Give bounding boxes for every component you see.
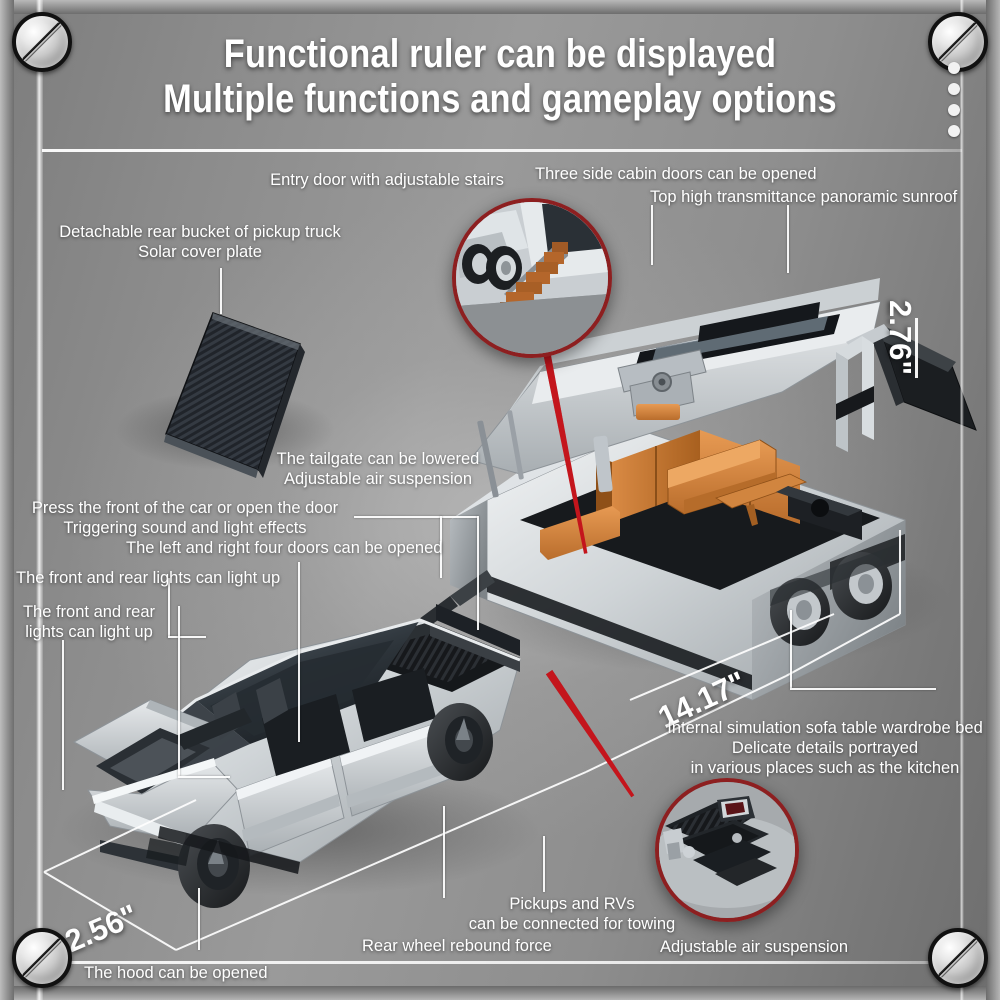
- label-internal-simulation: Internal simulation sofa table wardrobe …: [667, 719, 983, 777]
- leader-towing: [543, 836, 545, 892]
- plate-edge-right: [986, 0, 1000, 1000]
- inset-pointer-hitch: [546, 670, 637, 799]
- label-panoramic-sunroof: Top high transmittance panoramic sunroof: [650, 188, 958, 206]
- dimension-height-label: 2.76": [883, 300, 918, 376]
- label-hood-opened: The hood can be opened: [84, 964, 268, 982]
- leader-lights-2a: [62, 640, 64, 790]
- cybertruck-art: [72, 604, 521, 908]
- label-tailgate-lowered: The tailgate can be lowered Adjustable a…: [276, 450, 480, 488]
- label-four-doors-opened: The left and right four doors can be ope…: [126, 539, 443, 557]
- dot-indicator-group: [948, 62, 960, 137]
- leader-press-front: [440, 516, 442, 578]
- leader-internal-sim: [790, 610, 792, 688]
- dot-indicator-3: [948, 104, 960, 116]
- frame-rule-bottom: [30, 961, 960, 964]
- label-detachable-rear-bucket: Detachable rear bucket of pickup truck S…: [59, 223, 341, 261]
- leader-hood-h: [178, 776, 230, 778]
- leader-tailgate-v: [477, 516, 479, 630]
- inset-stairs-detail[interactable]: [452, 198, 612, 358]
- frame-rule-right: [960, 0, 964, 1000]
- title-block: Functional ruler can be displayed Multip…: [0, 32, 1000, 122]
- title-line-2: Multiple functions and gameplay options: [163, 77, 837, 121]
- label-entry-door-stairs: Entry door with adjustable stairs: [270, 171, 504, 189]
- dimension-line-height: [915, 318, 918, 378]
- leader-cabin-doors: [787, 205, 789, 273]
- label-front-rear-lights-2: The front and rear lights can light up: [22, 603, 156, 641]
- roof-lift-mechanism: [593, 349, 707, 493]
- plate-edge-top: [0, 0, 1000, 14]
- plate-edge-left: [0, 0, 14, 1000]
- leader-sunroof: [651, 205, 653, 265]
- cybertruck-wheels: [146, 703, 493, 908]
- leader-four-doors: [298, 562, 300, 742]
- label-three-side-cabin-doors: Three side cabin doors can be opened: [535, 165, 817, 183]
- frame-rule-top: [42, 149, 962, 152]
- dot-indicator-4: [948, 125, 960, 137]
- label-pickups-rvs-towing: Pickups and RVs can be connected for tow…: [468, 895, 676, 933]
- label-front-rear-lights-1: The front and rear lights can light up: [16, 569, 281, 587]
- plate-edge-bottom: [0, 986, 1000, 1000]
- dimension-width-label: 2.56": [59, 897, 143, 960]
- dot-indicator-2: [948, 83, 960, 95]
- leader-rear-wheel: [443, 806, 445, 898]
- screw-head-icon-bottom-right: [928, 928, 988, 988]
- label-press-front-sound: Press the front of the car or open the d…: [31, 499, 339, 537]
- leader-internal-h: [790, 688, 936, 690]
- title-line-1: Functional ruler can be displayed: [223, 32, 777, 76]
- dot-indicator-1: [948, 62, 960, 74]
- leader-hood-bottom: [198, 888, 200, 950]
- cybertruck-front-door-open: [235, 755, 345, 857]
- frame-rule-left: [36, 0, 43, 1000]
- cybertruck-rear-door-open: [339, 721, 453, 817]
- inset-hitch-detail[interactable]: [655, 778, 799, 922]
- leader-hood-v: [178, 606, 180, 776]
- label-adjustable-air-suspension: Adjustable air suspension: [660, 938, 849, 956]
- leader-tailgate-h: [354, 516, 478, 518]
- leader-solar-plate: [220, 268, 222, 314]
- leader-lights-1b: [168, 636, 206, 638]
- screw-head-icon-top-left: [12, 12, 72, 72]
- label-rear-wheel-rebound: Rear wheel rebound force: [362, 937, 552, 955]
- leader-lights-1a: [168, 578, 170, 638]
- screw-head-icon-bottom-left: [12, 928, 72, 988]
